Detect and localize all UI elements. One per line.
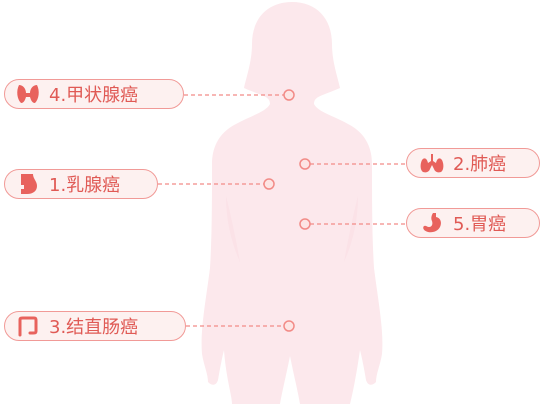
dot-colon bbox=[283, 320, 295, 332]
stomach-icon bbox=[419, 212, 445, 234]
dot-stomach bbox=[299, 218, 311, 230]
thyroid-icon bbox=[15, 83, 41, 105]
body-waist-shade bbox=[226, 196, 240, 262]
breast-icon bbox=[15, 173, 41, 195]
label-colorectal-cancer[interactable]: 3.结直肠癌 bbox=[4, 311, 186, 341]
dot-lung bbox=[299, 158, 311, 170]
label-colon-text: 3.结直肠癌 bbox=[49, 317, 139, 338]
label-breast-text: 1.乳腺癌 bbox=[49, 175, 121, 196]
dot-breast bbox=[263, 178, 275, 190]
label-stomach-cancer[interactable]: 5.胃癌 bbox=[406, 208, 540, 238]
leg-gap bbox=[280, 356, 300, 404]
body-waist-shade-right bbox=[344, 196, 358, 262]
label-thyroid-cancer[interactable]: 4.甲状腺癌 bbox=[4, 79, 184, 109]
dot-thyroid bbox=[283, 89, 295, 101]
lungs-icon bbox=[419, 152, 445, 174]
label-stomach-text: 5.胃癌 bbox=[453, 214, 507, 235]
colon-icon bbox=[15, 315, 41, 337]
label-lung-text: 2.肺癌 bbox=[453, 154, 507, 175]
body-silhouette bbox=[201, 2, 383, 404]
label-thyroid-text: 4.甲状腺癌 bbox=[49, 85, 139, 106]
label-breast-cancer[interactable]: 1.乳腺癌 bbox=[4, 169, 158, 199]
label-lung-cancer[interactable]: 2.肺癌 bbox=[406, 148, 540, 178]
